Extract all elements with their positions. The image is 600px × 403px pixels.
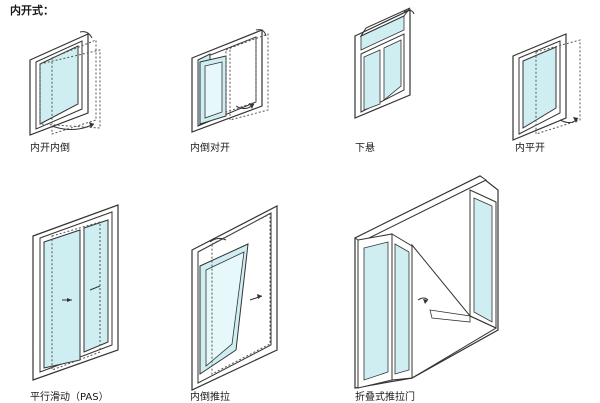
illustration-folding-door: [354, 175, 499, 389]
label-tilt-double: 内倒对开: [190, 143, 230, 154]
illustration-parallel-slide: [32, 204, 119, 381]
illustration-bottom-hung: [354, 7, 415, 119]
label-bottom-hung: 下悬: [355, 143, 375, 154]
label-tilt-turn: 内开内倒: [30, 143, 70, 154]
illustration-tilt-double: [191, 29, 269, 133]
label-casement-in: 内平开: [515, 143, 545, 154]
illustration-tilt-turn: [29, 31, 101, 136]
label-tilt-slide: 内倒推拉: [190, 392, 230, 403]
illustration-tilt-slide: [191, 205, 278, 391]
illustration-casement-in: [512, 33, 581, 141]
label-parallel-slide: 平行滑动（PAS）: [30, 392, 109, 403]
label-folding-door: 折叠式推拉门: [355, 392, 415, 403]
section-title: 内开式：: [10, 4, 54, 17]
